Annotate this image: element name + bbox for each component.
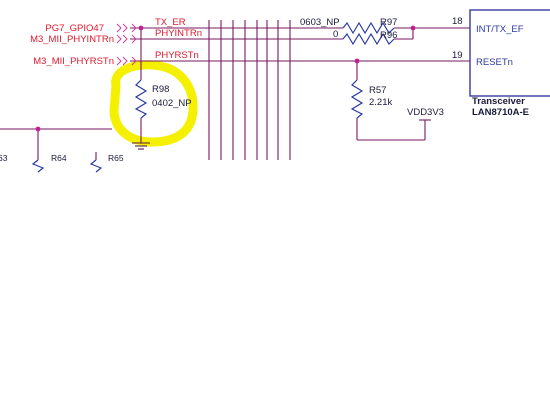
chip-title: Transceiver — [472, 96, 525, 107]
r57-value: 2.21k — [369, 97, 392, 108]
r96-value: 0 — [333, 29, 338, 40]
r97-ref: R97 — [380, 17, 397, 28]
r64-ref: R64 — [51, 153, 67, 163]
wires — [0, 27, 470, 160]
net-label-m3-mii-phyintrn: M3_MII_PHYINTRn — [30, 34, 114, 45]
r98-ref: R98 — [152, 84, 169, 95]
pin-19-name: RESETn — [476, 57, 513, 68]
r64-resistor-symbol — [31, 159, 45, 173]
net-label-m3-mii-phyrstn: M3_MII_PHYRSTn — [33, 56, 114, 67]
ground-symbol — [132, 142, 150, 150]
r98-resistor-symbol — [134, 79, 148, 119]
vdd3v3-label: VDD3V3 — [407, 107, 444, 118]
pin-18-number: 18 — [452, 16, 463, 27]
r97-resistor-symbol — [342, 21, 395, 35]
net-label-pg7-gpio47: PG7_GPIO47 — [45, 23, 104, 34]
net-label-phyintrn: PHYINTRn — [155, 28, 202, 39]
r98-value: 0402_NP — [152, 98, 192, 109]
r57-ref: R57 — [369, 85, 386, 96]
junctions — [35, 25, 416, 132]
port-arrows — [116, 23, 137, 66]
net-label-tx-er: TX_ER — [155, 17, 186, 28]
pin-18-name: INT/TX_EF — [476, 24, 524, 35]
pin-19-number: 19 — [452, 50, 463, 61]
r65-resistor-symbol — [89, 159, 103, 173]
net-label-phyrstn: PHYRSTn — [155, 50, 199, 61]
r96-resistor-symbol — [342, 32, 395, 46]
chip-part-number: LAN8710A-E — [472, 107, 529, 118]
r65-ref: R65 — [108, 153, 124, 163]
r63-ref-partial: 63 — [0, 153, 8, 163]
r96-ref: R96 — [380, 30, 397, 41]
r57-resistor-symbol — [350, 79, 364, 119]
r97-value: 0603_NP — [300, 17, 340, 28]
transceiver-chip — [469, 9, 550, 97]
vertical-bus — [208, 20, 291, 160]
